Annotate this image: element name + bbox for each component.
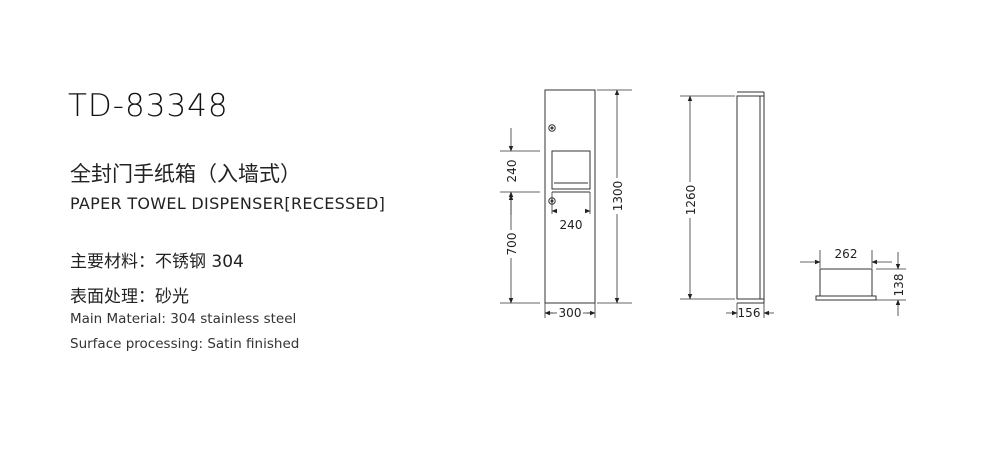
- product-title-chinese: 全封门手纸箱（入墙式）: [70, 162, 301, 186]
- model-number: TD-83348: [68, 88, 229, 124]
- side-view: [736, 91, 765, 304]
- surface-chinese: 表面处理：砂光: [70, 287, 189, 307]
- dim-top-width-label: 262: [835, 247, 858, 261]
- top-flange-outline: [815, 295, 877, 301]
- dim-top-depth: [876, 252, 906, 316]
- dim-side-depth-label: 156: [738, 306, 761, 320]
- dim-side-height-label: 1260: [684, 185, 698, 216]
- dim-side-depth: [726, 303, 774, 318]
- material-english: Main Material: 304 stainless steel: [70, 311, 297, 327]
- dim-side-height-label-bg: [682, 182, 698, 218]
- dim-top-depth-label: 138: [892, 274, 906, 297]
- dim-top-width: [800, 250, 892, 268]
- dispenser-opening: [551, 150, 591, 190]
- dim-front-bottom-label-bg: [503, 230, 519, 258]
- front-view: [544, 89, 596, 304]
- product-title-english: PAPER TOWEL DISPENSER[RECESSED]: [70, 194, 386, 213]
- dim-front-opening-width: [551, 192, 591, 214]
- top-view: [815, 268, 877, 301]
- front-body-outline: [544, 89, 596, 304]
- top-body-outline: [819, 268, 873, 297]
- dim-front-total-label-bg: [609, 178, 625, 214]
- dim-front-width: [544, 303, 596, 318]
- dim-front-width-label: 300: [559, 306, 582, 320]
- dim-front-bottom-height-label: 700: [505, 233, 519, 256]
- material-chinese: 主要材料：不锈钢 304: [70, 252, 244, 272]
- top-lock-center: [550, 126, 554, 130]
- top-lock-icon: [548, 124, 556, 132]
- dim-front-opening-width-label: 240: [560, 218, 583, 232]
- dim-front-opening-height-label: 240: [505, 160, 519, 183]
- side-body-outline: [736, 95, 761, 300]
- surface-english: Surface processing: Satin finished: [70, 336, 300, 352]
- dim-front-total-height-label: 1300: [611, 181, 625, 212]
